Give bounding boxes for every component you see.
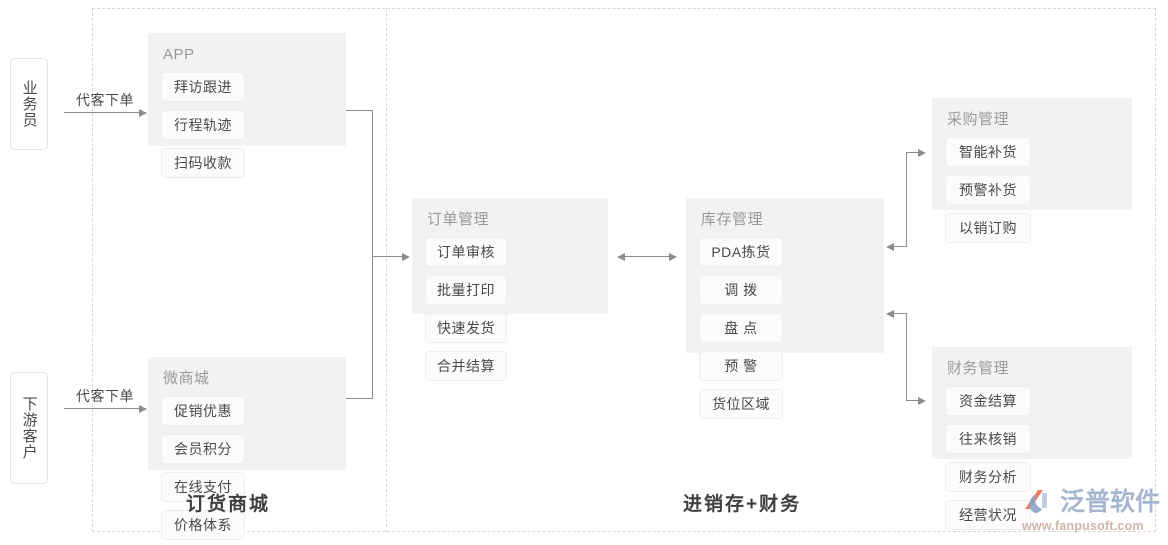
chip-pda-picking[interactable]: PDA拣货 (699, 237, 783, 267)
connector-segment (372, 256, 404, 257)
panel-micro-mall: 微商城 促销优惠 会员积分 在线支付 价格体系 (148, 357, 346, 540)
chip-location-zone[interactable]: 货位区域 (699, 389, 783, 419)
arrow-head-icon (402, 252, 410, 261)
arrow-head-icon (886, 309, 894, 318)
flow-arrow-salesperson-label: 代客下单 (76, 92, 134, 108)
chip-promotion[interactable]: 促销优惠 (161, 396, 245, 426)
actor-downstream-customer-label: 下游客户 (20, 396, 38, 460)
connector-segment (618, 256, 676, 257)
chip-scan-payment[interactable]: 扫码收款 (161, 148, 245, 178)
panel-finance-management-chips: 资金结算 往来核销 财务分析 经营状况 (945, 386, 1120, 530)
connector-segment (906, 152, 907, 247)
chip-stocktaking[interactable]: 盘 点 (699, 313, 783, 343)
panel-inventory-management-chips: PDA拣货 调 拨 盘 点 预 警 货位区域 (699, 237, 872, 419)
connector-segment (372, 110, 373, 399)
panel-order-management: 订单管理 订单审核 批量打印 快速发货 合并结算 (412, 198, 608, 381)
chip-price-system[interactable]: 价格体系 (161, 510, 245, 540)
chip-alert[interactable]: 预 警 (699, 351, 783, 381)
panel-order-management-chips: 订单审核 批量打印 快速发货 合并结算 (425, 237, 596, 381)
connector-segment (894, 313, 907, 314)
arrow-head-icon (139, 404, 147, 413)
panel-purchase-management: 采购管理 智能补货 预警补货 以销订购 (932, 98, 1132, 243)
panel-finance-management: 财务管理 资金结算 往来核销 财务分析 经营状况 (932, 347, 1132, 530)
chip-business-status[interactable]: 经营状况 (945, 500, 1031, 530)
zone-caption-erp-finance: 进销存+财务 (683, 494, 802, 515)
chip-member-points[interactable]: 会员积分 (161, 434, 245, 464)
arrow-head-icon (669, 252, 677, 261)
connector-segment (906, 400, 922, 401)
chip-alert-replenish[interactable]: 预警补货 (945, 175, 1031, 205)
panel-app: APP 拜访跟进 行程轨迹 扫码收款 (148, 33, 346, 178)
actor-downstream-customer[interactable]: 下游客户 (10, 372, 48, 484)
panel-app-title: APP (163, 46, 195, 63)
chip-order-review[interactable]: 订单审核 (425, 237, 507, 267)
fanpu-logo-icon (1025, 490, 1047, 513)
scope-boundary (92, 8, 1156, 532)
panel-micro-mall-chips: 促销优惠 会员积分 在线支付 价格体系 (161, 396, 334, 540)
chip-financial-analysis[interactable]: 财务分析 (945, 462, 1031, 492)
panel-purchase-management-chips: 智能补货 预警补货 以销订购 (945, 137, 1120, 243)
chip-online-payment[interactable]: 在线支付 (161, 472, 245, 502)
arrow-head-icon (617, 252, 625, 261)
panel-app-chips: 拜访跟进 行程轨迹 扫码收款 (161, 72, 334, 178)
connector-segment (906, 152, 922, 153)
chip-transfer[interactable]: 调 拨 (699, 275, 783, 305)
actor-salesperson[interactable]: 业务员 (10, 58, 48, 150)
panel-inventory-management: 库存管理 PDA拣货 调 拨 盘 点 预 警 货位区域 (686, 198, 884, 419)
flow-arrow-customer-label: 代客下单 (76, 388, 134, 404)
chip-visit-followup[interactable]: 拜访跟进 (161, 72, 245, 102)
chip-smart-replenish[interactable]: 智能补货 (945, 137, 1031, 167)
chip-trip-track[interactable]: 行程轨迹 (161, 110, 245, 140)
zone-divider (386, 8, 387, 532)
watermark-url: www.fanpusoft.com (1022, 519, 1144, 533)
chip-merge-settlement[interactable]: 合并结算 (425, 351, 507, 381)
panel-order-management-title: 订单管理 (427, 211, 490, 228)
arrow-head-icon (886, 242, 894, 251)
arrow-head-icon (139, 108, 147, 117)
watermark-brand: 泛普软件 (1060, 487, 1161, 516)
chip-fast-shipping[interactable]: 快速发货 (425, 313, 507, 343)
panel-inventory-management-title: 库存管理 (701, 211, 764, 228)
chip-ar-ap-writeoff[interactable]: 往来核销 (945, 424, 1031, 454)
arrow-head-icon (918, 396, 926, 405)
connector-segment (906, 313, 907, 401)
arrow-line (64, 112, 146, 113)
chip-batch-print[interactable]: 批量打印 (425, 275, 507, 305)
watermark-row: 泛普软件 (1022, 487, 1168, 517)
panel-micro-mall-title: 微商城 (163, 370, 210, 387)
arrow-line (64, 408, 146, 409)
panel-purchase-management-title: 采购管理 (947, 111, 1010, 128)
chip-fund-settlement[interactable]: 资金结算 (945, 386, 1031, 416)
actor-salesperson-label: 业务员 (20, 80, 38, 128)
connector-segment (346, 110, 373, 111)
panel-finance-management-title: 财务管理 (947, 360, 1010, 377)
connector-segment (894, 246, 907, 247)
arrow-head-icon (918, 148, 926, 157)
connector-segment (346, 398, 373, 399)
zone-caption-ordering-mall: 订货商城 (186, 494, 271, 515)
chip-sales-based-order[interactable]: 以销订购 (945, 213, 1031, 243)
watermark: 泛普软件 www.fanpusoft.com (1022, 487, 1168, 539)
